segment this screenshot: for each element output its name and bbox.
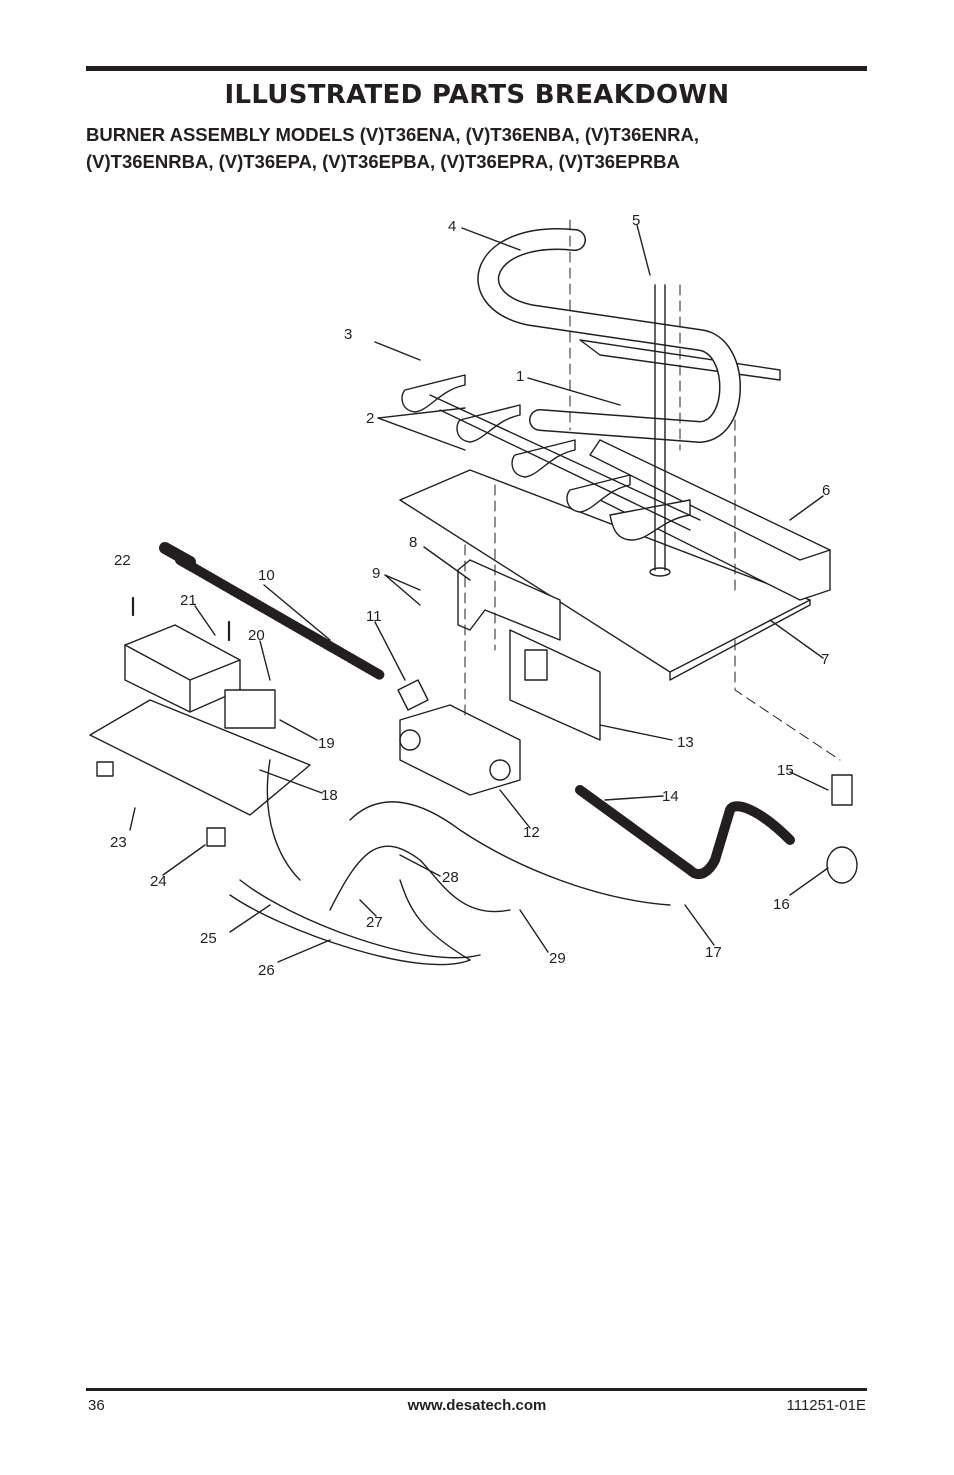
callout-2: 2 [366,410,374,427]
callout-17: 17 [705,944,722,961]
callout-27: 27 [366,914,383,931]
callout-25: 25 [200,930,217,947]
callout-15: 15 [777,762,794,779]
subtitle-line-2: (V)T36ENRBA, (V)T36EPA, (V)T36EPBA, (V)T… [86,151,680,172]
callout-21: 21 [180,592,197,609]
callout-16: 16 [773,896,790,913]
valve-mount [509,629,601,741]
callout-11: 11 [366,608,382,625]
section-subtitle: BURNER ASSEMBLY MODELS (V)T36ENA, (V)T36… [86,121,876,175]
valve-bracket [457,559,561,641]
callout-6: 6 [822,482,830,499]
callout-7: 7 [821,651,829,668]
flex-connector [175,555,385,680]
callout-8: 8 [409,534,417,551]
top-rule [86,66,867,71]
callout-3: 3 [344,326,352,343]
callout-28: 28 [442,869,459,886]
callout-9: 9 [372,565,380,582]
callout-20: 20 [248,627,265,644]
gas-supply-pipe [575,785,795,880]
callout-13: 13 [677,734,694,751]
callout-22: 22 [114,552,131,569]
pilot-assembly [654,284,666,571]
callout-19: 19 [318,735,335,752]
callout-26: 26 [258,962,275,979]
callout-4: 4 [448,218,456,235]
page-number: 36 [88,1397,105,1414]
callout-29: 29 [549,950,566,967]
callout-10: 10 [258,567,275,584]
callout-18: 18 [321,787,338,804]
callout-23: 23 [110,834,127,851]
side-rail [599,439,831,601]
callout-14: 14 [662,788,679,805]
callout-12: 12 [523,824,540,841]
bottom-rule [86,1388,867,1391]
ignition-module [124,624,241,713]
subtitle-line-1: BURNER ASSEMBLY MODELS (V)T36ENA, (V)T36… [86,124,699,145]
callout-1: 1 [516,368,524,385]
website-link[interactable]: www.desatech.com [407,1397,547,1414]
callout-5: 5 [632,212,640,229]
document-number: 111251-01E [786,1397,866,1414]
gas-valve [399,704,521,796]
page-title: ILLUSTRATED PARTS BREAKDOWN [224,80,730,110]
mounting-plate [89,699,311,816]
callout-24: 24 [150,873,167,890]
